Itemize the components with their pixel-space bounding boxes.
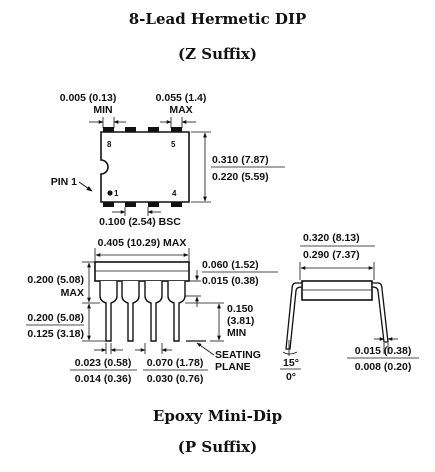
angle-min: 0°: [286, 371, 296, 383]
end-view: 0.320 (8.13) 0.290 (7.37) 15° 0° 0.015 (…: [280, 232, 419, 383]
row-spacing-max: 0.320 (8.13): [303, 232, 360, 244]
pin1-label: PIN 1: [51, 176, 77, 188]
body-width-min: 0.220 (5.59): [212, 171, 269, 183]
pin5-number: 5: [171, 140, 176, 149]
seating-plane-1: SEATING: [215, 349, 261, 361]
standoff-label: MIN: [227, 327, 246, 339]
lead-length-max: 0.200 (5.08): [27, 312, 84, 324]
lead-width-max: 0.023 (0.58): [75, 357, 132, 369]
top-leads: [103, 127, 182, 207]
top-suffix: (Z Suffix): [177, 45, 258, 63]
shoulder-min: 0.015 (0.38): [202, 275, 259, 287]
lead-shoulder-min: 0.030 (0.76): [147, 373, 204, 385]
shoulder-max: 0.060 (1.52): [202, 259, 259, 271]
standoff-inch: 0.150: [227, 303, 253, 315]
pin1-dot: [107, 190, 113, 196]
pin8-number: 8: [107, 140, 112, 149]
lead-shoulder-max: 0.070 (1.78): [147, 357, 204, 369]
lead-length-min: 0.125 (3.18): [27, 328, 84, 340]
top-view-body: [100, 131, 190, 203]
standoff-mm: (3.81): [227, 315, 254, 327]
bottom-suffix: (P Suffix): [177, 438, 258, 456]
lead-spacing-bsc: 0.100 (2.54) BSC: [99, 216, 181, 228]
lead-thickness-min: 0.008 (0.20): [355, 361, 412, 373]
end-lead-right: [371, 282, 389, 343]
lead-width-min-side: 0.014 (0.36): [75, 373, 132, 385]
overall-length-max: 0.405 (10.29) MAX: [98, 237, 187, 249]
end-lead-left: [285, 282, 303, 350]
pin1-number: 1: [114, 189, 119, 198]
lead-pitch-max-label: MAX: [169, 104, 192, 116]
body-width-max: 0.310 (7.87): [212, 154, 269, 166]
row-spacing-min: 0.290 (7.37): [303, 249, 360, 261]
seating-plane-2: PLANE: [215, 361, 251, 373]
lead-thickness-max: 0.015 (0.38): [355, 345, 412, 357]
lead-width-min: 0.005 (0.13): [60, 92, 117, 104]
seat-height-max: 0.200 (5.08): [27, 274, 84, 286]
side-view: 0.405 (10.29) MAX 0.200 (5.08) MAX 0.200…: [26, 237, 278, 385]
pin4-number: 4: [172, 189, 177, 198]
top-view: 8 5 4 1 PIN 1 0.005 (0.13) MIN 0.055 (1.…: [51, 92, 285, 228]
top-title: 8-Lead Hermetic DIP: [128, 10, 307, 28]
angle-max: 15°: [283, 357, 299, 369]
lead-width-min-label: MIN: [93, 104, 112, 116]
end-view-body: [301, 280, 373, 301]
seat-height-max-label: MAX: [61, 287, 84, 299]
bottom-title: Epoxy Mini-Dip: [152, 407, 283, 425]
side-view-body: [94, 261, 190, 282]
side-leads: [99, 281, 186, 342]
lead-pitch-max: 0.055 (1.4): [156, 92, 207, 104]
